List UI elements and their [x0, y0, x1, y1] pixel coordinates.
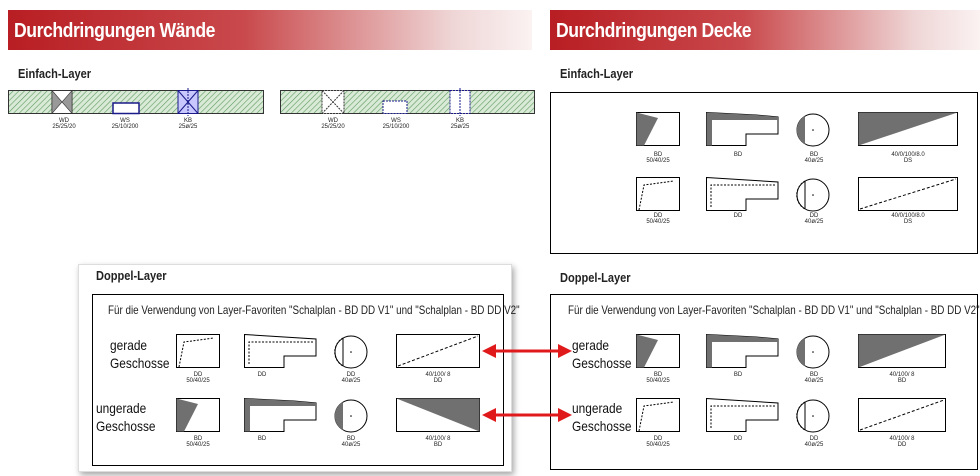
rectangle-opening-symbol	[636, 398, 680, 432]
circle-opening-symbol	[334, 335, 368, 369]
circle-opening-symbol	[796, 113, 830, 147]
doppel-info-left: Für die Verwendung von Layer-Favoriten "…	[108, 303, 520, 317]
l-shape-opening-symbol	[244, 333, 317, 368]
slot-opening-symbol	[858, 334, 946, 368]
double-arrow-icon	[482, 344, 572, 358]
wall-opening-wd-1	[51, 89, 73, 115]
circle-opening-symbol	[334, 399, 368, 433]
doppel-info-right: Für die Verwendung von Layer-Favoriten "…	[568, 303, 980, 317]
einfach-label-right: Einfach-Layer	[560, 66, 634, 81]
wall-opening-ws-2	[382, 100, 408, 114]
einfach-right-r2-label-1: DD	[733, 213, 743, 219]
doppel-right-r2-label-1: DD	[733, 436, 743, 442]
banner-left: Durchdringungen Wände	[8, 10, 532, 50]
rectangle-opening-symbol	[636, 177, 680, 211]
einfach-right-r1-label-1: BD	[733, 152, 743, 158]
slot-opening-symbol	[396, 398, 480, 432]
wall-opening-ws-1	[112, 102, 140, 115]
doppel-title-right: Doppel-Layer	[560, 270, 631, 285]
l-shape-opening-symbol	[706, 111, 779, 146]
l-shape-opening-symbol	[706, 397, 779, 432]
doppel-right-r1-label-1: BD	[733, 372, 743, 378]
circle-opening-symbol	[796, 399, 830, 433]
slot-opening-symbol	[396, 334, 480, 368]
doppel-title-left: Doppel-Layer	[96, 268, 167, 283]
banner-title-right: Durchdringungen Decke	[556, 20, 752, 42]
double-arrow-icon	[482, 408, 572, 422]
rectangle-opening-symbol	[636, 112, 680, 146]
banner-right: Durchdringungen Decke	[550, 10, 980, 50]
einfach-label-left: Einfach-Layer	[18, 66, 92, 81]
doppel-panel-left	[92, 294, 504, 466]
rectangle-opening-symbol	[176, 334, 220, 368]
doppel-left-r1-label-1: DD	[257, 372, 267, 378]
circle-opening-symbol	[796, 178, 830, 212]
slot-opening-symbol	[858, 177, 958, 211]
l-shape-opening-symbol	[244, 397, 317, 432]
wall-strip-2	[280, 88, 535, 116]
rectangle-opening-symbol	[636, 334, 680, 368]
banner-title-left: Durchdringungen Wände	[14, 20, 215, 42]
doppel-left-r2-label-1: BD	[257, 436, 267, 442]
slot-opening-symbol	[858, 398, 946, 432]
wall-strip-1	[8, 88, 264, 116]
slot-opening-symbol	[858, 112, 958, 146]
l-shape-opening-symbol	[706, 176, 779, 211]
wall-opening-kb-1	[177, 88, 199, 116]
doppel-panel-right	[550, 294, 978, 470]
circle-opening-symbol	[796, 335, 830, 369]
l-shape-opening-symbol	[706, 333, 779, 368]
wall-opening-kb-2	[449, 88, 471, 116]
rectangle-opening-symbol	[176, 398, 220, 432]
wall-opening-wd-2	[321, 90, 345, 114]
